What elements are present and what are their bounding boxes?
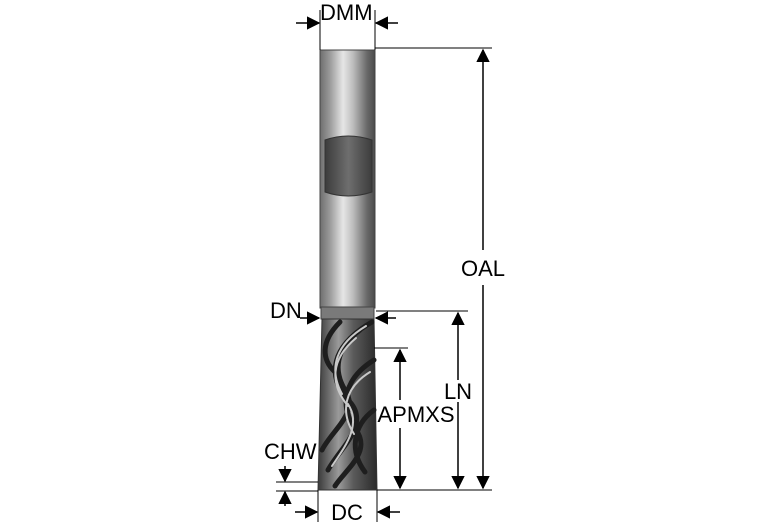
chw-label: CHW [264, 439, 317, 464]
end-mill-tool [317, 49, 378, 491]
oal-label: OAL [461, 256, 505, 281]
apmxs-dimension: APMXS [374, 347, 455, 490]
ln-dimension: LN [376, 310, 472, 490]
ln-label: LN [444, 379, 472, 404]
dc-label: DC [331, 500, 363, 523]
helix-highlights [331, 325, 371, 467]
chw-dimension: CHW [264, 439, 318, 506]
dn-label: DN [270, 298, 302, 323]
shank-flat [324, 135, 373, 197]
dc-dimension: DC [295, 490, 400, 523]
neck [320, 306, 375, 320]
apmxs-label: APMXS [377, 402, 454, 427]
oal-dimension: OAL [375, 47, 505, 491]
dmm-dimension: DMM [296, 0, 398, 50]
dmm-label: DMM [320, 0, 373, 25]
dn-dimension: DN [270, 298, 396, 325]
